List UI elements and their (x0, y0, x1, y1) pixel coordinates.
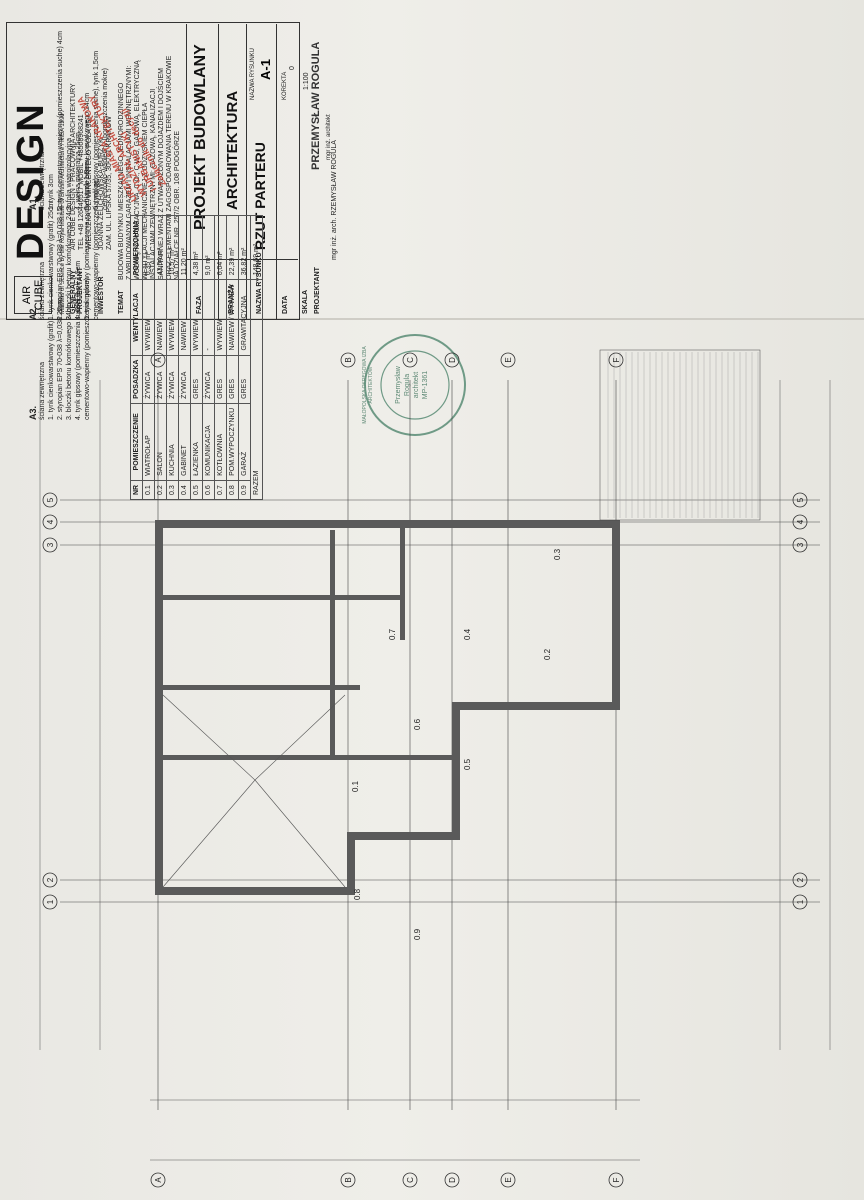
stamp-ring-icon (364, 334, 466, 436)
axis-bubble-row: F (608, 1172, 624, 1188)
axis-bubble-row: E (500, 352, 516, 368)
axis-label: D (448, 357, 457, 363)
table-cell: 36,82 m² (238, 215, 251, 280)
table-cell: 10,57 m² (166, 215, 179, 280)
designer-name: mgr inż. arch. RZEMYSŁAW ROGULA (331, 140, 338, 260)
axis-bubble-row: C (402, 352, 418, 368)
phase-value: PROJEKT BUDOWLANY (192, 44, 209, 230)
axis-label: F (612, 1177, 621, 1182)
room-number-label: 0.3 (553, 548, 562, 560)
scale-label: SKALA (302, 289, 309, 314)
room-number-label: 0.2 (543, 648, 552, 660)
axis-label: E (504, 357, 513, 362)
room-number-label: 0.5 (463, 758, 472, 770)
room-number-label: 0.9 (413, 928, 422, 940)
title-block-lower: SKALA 1:100 PROJEKTANT PRZEMYSŁAW ROGULA… (300, 24, 340, 320)
axis-label: 2 (46, 877, 55, 882)
axis-label: D (448, 1177, 457, 1183)
axis-bubble-row: B (340, 352, 356, 368)
axis-bubble-row: A (150, 352, 166, 368)
axis-label: 2 (796, 877, 805, 882)
axis-bubble-row: C (402, 1172, 418, 1188)
axis-bubble-col: 5 (792, 492, 808, 508)
layer-spec-item: cementowo-wapienny (pomieszczenia mokre) (93, 177, 100, 320)
branch-value: ARCHITEKTURA (224, 90, 241, 210)
subject-label: TEMAT (118, 290, 125, 314)
axis-bubble-col: 5 (42, 492, 58, 508)
axis-bubble-row: D (444, 1172, 460, 1188)
revision-value: 0 (289, 66, 296, 70)
axis-label: 1 (46, 899, 55, 904)
axis-bubble-row: D (444, 352, 460, 368)
axis-label: A (154, 1177, 163, 1183)
axis-bubble-row: A (150, 1172, 166, 1188)
axis-label: F (612, 357, 621, 362)
axis-bubble-row: F (608, 352, 624, 368)
room-number-label: 0.8 (353, 888, 362, 900)
axis-label: 4 (46, 519, 55, 524)
axis-bubble-col: 4 (792, 514, 808, 530)
table-cell: 6,35 m² (142, 215, 155, 280)
designer-stamp-name: PRZEMYSŁAW ROGULA (310, 41, 322, 170)
axis-bubble-col: 3 (792, 537, 808, 553)
table-cell: 6,04 m² (214, 215, 227, 280)
revision-label: KOREKTA (282, 71, 288, 100)
axis-label: B (344, 1177, 353, 1182)
axis-bubble-row: E (500, 1172, 516, 1188)
axis-bubble-row: B (340, 1172, 356, 1188)
paper-fold-line (0, 318, 864, 320)
drawing-number-value: A-1 (258, 59, 273, 80)
architect-chamber-stamp: MAŁOPOLSKA OKRĘGOWA IZBA ARCHITEKTÓW Prz… (360, 330, 470, 440)
column-header: POWIERZCHNIA (130, 215, 143, 280)
axis-label: 3 (46, 542, 55, 547)
axis-label: A (154, 357, 163, 363)
axis-bubble-col: 3 (42, 537, 58, 553)
floor-plan: A A B B C C D D E E F F 1 1 2 2 3 3 4 4 5 5 0.1 0.2 0.3 0.4 0.5 0.… (39, 349, 831, 1188)
axis-label: B (344, 357, 353, 362)
axis-label: 4 (796, 519, 805, 524)
axis-label: 5 (796, 497, 805, 502)
table-cell: 11,20 m² (178, 215, 191, 280)
axis-bubble-col: 2 (792, 872, 808, 888)
axis-label: 1 (796, 899, 805, 904)
drawing-number-label: NAZWA RYSUNKU (250, 47, 256, 100)
table-cell: 22,39 m² (226, 215, 239, 280)
room-number-label: 0.4 (463, 628, 472, 640)
table-cell: 9,0 m² (202, 215, 215, 280)
axis-label: C (406, 357, 415, 363)
table-cell: 43,54 m² (154, 215, 167, 280)
axis-bubble-col: 1 (792, 894, 808, 910)
axis-bubble-col: 1 (42, 894, 58, 910)
date-label: DATA (282, 295, 289, 314)
table-total-value: 148,69 m² (250, 215, 263, 280)
designer-label: PROJEKTANT (314, 267, 321, 314)
room-number-label: 0.7 (388, 628, 397, 640)
axis-label: 3 (796, 542, 805, 547)
axis-label: C (406, 1177, 415, 1183)
axis-bubble-col: 2 (42, 872, 58, 888)
axis-label: 5 (46, 497, 55, 502)
axis-label: E (504, 1177, 513, 1182)
table-cell: 4,38 m² (190, 215, 203, 280)
axis-bubble-col: 4 (42, 514, 58, 530)
room-number-label: 0.6 (413, 718, 422, 730)
room-number-label: 0.1 (351, 780, 360, 792)
